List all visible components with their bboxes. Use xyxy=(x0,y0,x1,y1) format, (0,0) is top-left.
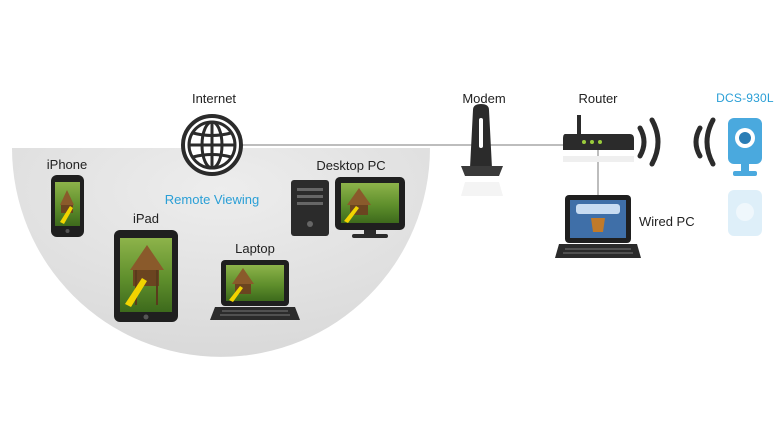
remote-viewing-label: Remote Viewing xyxy=(164,192,260,207)
router-label: Router xyxy=(578,91,618,106)
ipad-label: iPad xyxy=(132,211,160,226)
ipad-device xyxy=(114,230,178,322)
wired-pc-label: Wired PC xyxy=(639,214,695,229)
laptop-label: Laptop xyxy=(235,241,275,256)
modem-icon xyxy=(461,104,503,196)
laptop-device xyxy=(210,260,300,320)
camera-icon xyxy=(728,118,762,236)
wifi-waves-icon xyxy=(637,117,716,167)
internet-label: Internet xyxy=(191,91,237,106)
desktop-pc-device xyxy=(291,177,405,238)
desktop-pc-label: Desktop PC xyxy=(316,158,386,173)
wired-pc-device xyxy=(555,195,641,290)
iphone-label: iPhone xyxy=(46,157,88,172)
router-icon xyxy=(563,115,634,162)
globe-icon xyxy=(181,114,243,176)
camera-label: DCS-930L xyxy=(716,91,774,105)
iphone-device xyxy=(51,175,84,237)
modem-label: Modem xyxy=(462,91,506,106)
